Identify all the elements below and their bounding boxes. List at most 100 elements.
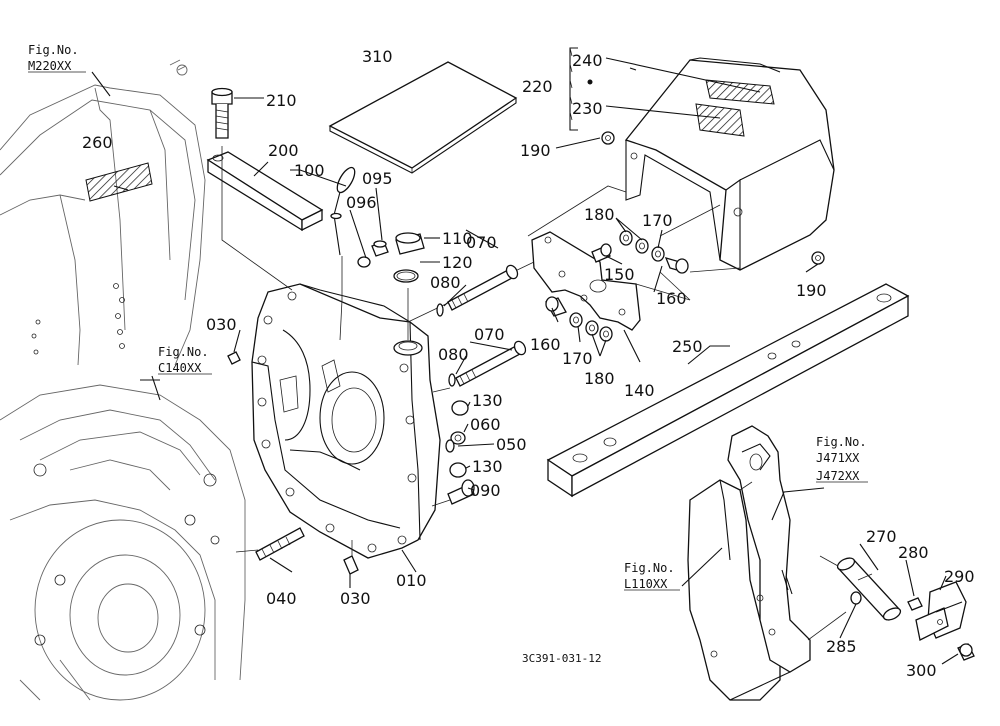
assembly-guide-lines xyxy=(221,146,535,553)
filler-cap-110 xyxy=(395,232,425,255)
pin-030-bottom xyxy=(343,540,359,575)
callout-070-upper: 070 xyxy=(466,233,497,252)
figure-ref-j47x-code2: J472XX xyxy=(816,469,860,483)
figure-ref-c140-code: C140XX xyxy=(158,361,202,375)
callout-190-upper: 190 xyxy=(520,141,551,160)
manual-310 xyxy=(328,61,518,174)
decal-260 xyxy=(85,162,153,202)
callout-280: 280 xyxy=(898,543,929,562)
figure-ref-j47x-label: Fig.No. xyxy=(816,435,867,449)
pin-270 xyxy=(836,557,902,621)
callout-110: 110 xyxy=(442,229,473,248)
figure-ref-m220: Fig.No. M220XX xyxy=(28,43,79,73)
decal-240 xyxy=(705,79,775,105)
leader-lines xyxy=(91,57,959,665)
figure-ref-c140-label: Fig.No. xyxy=(158,345,209,359)
callout-labels: 210 200 100 095 096 110 120 080 070 070 … xyxy=(82,47,975,680)
callout-220: 220 xyxy=(522,77,553,96)
figure-ref-l110: Fig.No. L110XX xyxy=(624,561,675,591)
bracket-220-group-mark xyxy=(569,47,593,131)
washer-080-lower xyxy=(448,373,456,387)
bracket-290 xyxy=(915,581,967,641)
callout-170-lower: 170 xyxy=(562,349,593,368)
decal-230 xyxy=(695,103,745,137)
callout-270: 270 xyxy=(866,527,897,546)
breather-096 xyxy=(357,256,371,268)
nut-190-lower xyxy=(811,251,825,265)
callout-010: 010 xyxy=(396,571,427,590)
callout-070-lower: 070 xyxy=(474,325,505,344)
callout-060: 060 xyxy=(470,415,501,434)
figure-ref-j47x-code1: J471XX xyxy=(816,451,860,465)
callout-180-lower: 180 xyxy=(584,369,615,388)
figure-ref-c140: Fig.No. C140XX xyxy=(158,345,209,375)
bracket-140 xyxy=(531,231,641,331)
callout-130-upper: 130 xyxy=(472,391,503,410)
callout-160-lower: 160 xyxy=(530,335,561,354)
callout-040: 040 xyxy=(266,589,297,608)
callout-030-bottom: 030 xyxy=(340,589,371,608)
washers-180-170-upper xyxy=(619,230,665,262)
figure-ref-m220-code: M220XX xyxy=(28,59,72,73)
nut-190-upper xyxy=(601,131,615,145)
callout-130-lower: 130 xyxy=(472,457,503,476)
hitch-frame xyxy=(687,425,811,701)
hitch-guide-lines xyxy=(807,555,847,641)
tractor-body-outline xyxy=(0,59,206,366)
callout-120: 120 xyxy=(442,253,473,272)
bolt-300 xyxy=(957,643,975,661)
callout-050: 050 xyxy=(496,435,527,454)
bolt-210 xyxy=(211,87,233,139)
callout-150: 150 xyxy=(604,265,635,284)
callout-090: 090 xyxy=(470,481,501,500)
callout-170-upper: 170 xyxy=(642,211,673,230)
bolt-160-lower xyxy=(545,296,567,317)
bolt-280 xyxy=(907,597,923,611)
nut-060 xyxy=(450,431,466,445)
fitting-095 xyxy=(371,240,389,257)
callout-210: 210 xyxy=(266,91,297,110)
figure-ref-l110-code: L110XX xyxy=(624,577,668,591)
stud-040 xyxy=(255,527,305,561)
cover-220 xyxy=(624,57,835,271)
callout-080-upper: 080 xyxy=(430,273,461,292)
callout-140: 140 xyxy=(624,381,655,400)
callout-240: 240 xyxy=(572,51,603,70)
callout-300: 300 xyxy=(906,661,937,680)
transmission-case-outline xyxy=(0,384,246,701)
callout-290: 290 xyxy=(944,567,975,586)
callout-080-lower: 080 xyxy=(438,345,469,364)
washer-050 xyxy=(445,439,455,453)
bolt-150 xyxy=(591,243,612,263)
callout-200: 200 xyxy=(268,141,299,160)
bolt-070-lower xyxy=(455,340,527,387)
callout-310: 310 xyxy=(362,47,393,66)
plug-130-upper xyxy=(451,400,469,416)
pin-285 xyxy=(850,591,862,605)
callout-100: 100 xyxy=(294,161,325,180)
dipstick-100 xyxy=(330,166,356,256)
callout-260: 260 xyxy=(82,133,113,152)
callout-180-upper: 180 xyxy=(584,205,615,224)
figure-ref-m220-label: Fig.No. xyxy=(28,43,79,57)
washer-080-upper xyxy=(436,303,444,317)
callout-230: 230 xyxy=(572,99,603,118)
o-ring-120 xyxy=(393,269,419,283)
gear-case-010 xyxy=(251,283,441,559)
drawbar-250 xyxy=(546,283,910,498)
drawing-code: 3C391-031-12 xyxy=(522,652,601,665)
callout-250: 250 xyxy=(672,337,703,356)
callout-190-lower: 190 xyxy=(796,281,827,300)
figure-ref-j47x: Fig.No. J471XX J472XX xyxy=(816,435,867,483)
callout-030-left: 030 xyxy=(206,315,237,334)
callout-095: 095 xyxy=(362,169,393,188)
figure-ref-l110-label: Fig.No. xyxy=(624,561,675,575)
bolt-070-upper xyxy=(447,264,519,311)
bar-200 xyxy=(206,151,324,232)
cover-guide-lines xyxy=(527,185,741,301)
callout-285: 285 xyxy=(826,637,857,656)
figure-ref-underlines xyxy=(28,71,868,591)
pin-030-left xyxy=(227,351,241,365)
